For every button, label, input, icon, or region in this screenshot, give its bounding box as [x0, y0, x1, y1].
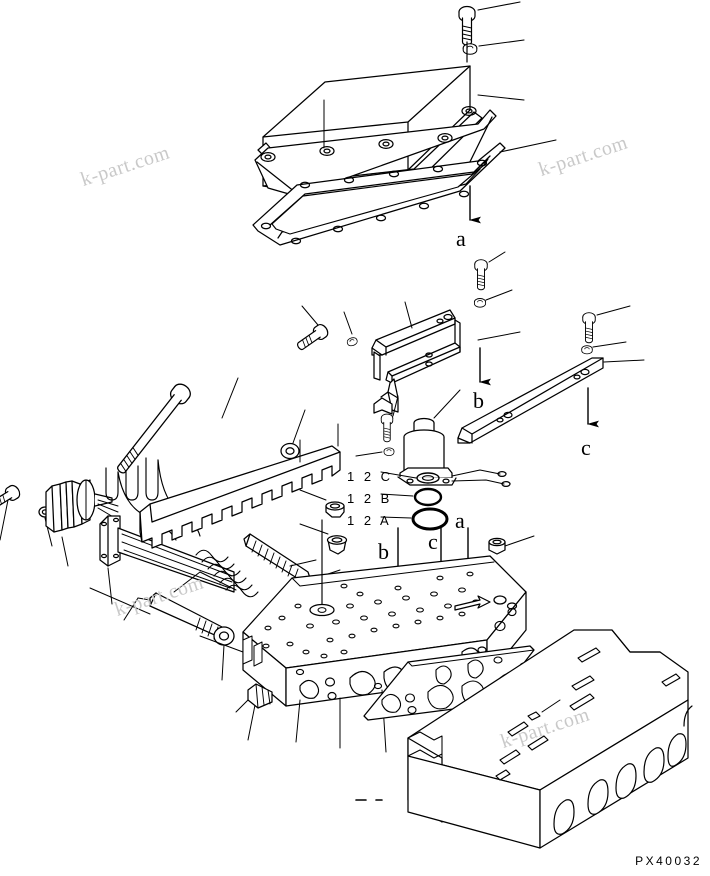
cover-washer-top — [462, 39, 525, 55]
part-label-oring-12c: 1 2 C — [347, 469, 394, 484]
fuel-injection-connector — [45, 479, 119, 567]
port-plug-lower — [299, 523, 348, 555]
port-plug-upper — [299, 489, 345, 518]
valve-spring — [195, 549, 259, 598]
oring-medium-12b — [380, 487, 443, 507]
oring-large-12a — [380, 507, 449, 531]
long-stud-bolt — [117, 377, 239, 474]
bracket-washer-left — [343, 311, 359, 348]
part-label-oring-12b: 1 2 B — [347, 491, 393, 506]
mounting-rail — [457, 357, 645, 444]
callout-b-mid: b — [473, 388, 484, 413]
lower-left-fitting — [235, 683, 273, 713]
callout-b-body: b — [378, 539, 389, 564]
retainer-comb-plate — [139, 423, 341, 549]
manifold-connector-block — [99, 515, 235, 605]
callout-a-top: a — [456, 226, 466, 251]
oring-small-12c — [380, 471, 440, 484]
figure-number: PX40032 — [635, 854, 702, 868]
callout-c-mid: c — [581, 435, 591, 460]
solenoid-valve — [397, 389, 511, 488]
solenoid-bolt — [380, 395, 399, 443]
stud-bolt-washer — [280, 409, 306, 460]
cover-gasket — [252, 139, 557, 246]
part-label-oring-12a: 1 2 A — [347, 513, 392, 528]
cylinder-block — [407, 629, 693, 849]
cover-bolt-top — [458, 1, 521, 46]
callout-c-body: c — [428, 529, 438, 554]
bracket-washer-upper — [473, 289, 513, 308]
retainer-bracket — [371, 301, 456, 381]
rail-washer-right — [581, 341, 627, 355]
solenoid-washer — [355, 447, 395, 457]
injector-bolt — [0, 484, 21, 541]
callout-a-body: a — [455, 508, 465, 533]
bracket-bolt-upper — [474, 251, 506, 291]
clamp-plate — [373, 319, 521, 415]
side-port-plug — [488, 535, 535, 555]
bracket-bolt-left — [296, 305, 329, 351]
spool-seal-washer — [213, 626, 235, 681]
rail-bolt-right — [582, 305, 631, 344]
